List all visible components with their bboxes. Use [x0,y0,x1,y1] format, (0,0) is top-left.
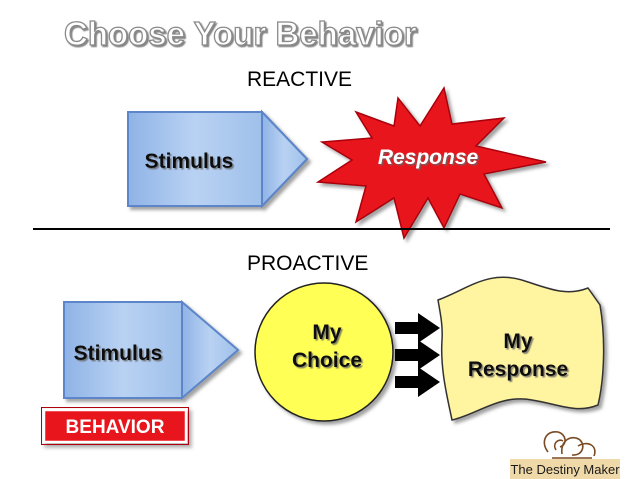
reactive-response-text: Response [378,146,479,169]
choice-arrows [395,313,440,397]
proactive-label: PROACTIVE [247,252,368,275]
response-line1: My [503,330,532,353]
reactive-stimulus-arrow [127,109,309,209]
behavior-badge-text: BEHAVIOR [66,417,165,438]
logo-text: The Destiny Maker [510,462,620,477]
destiny-maker-logo: The Destiny Maker [510,431,620,479]
proactive-stimulus-arrow [63,299,240,401]
reactive-stimulus-text: Stimulus [145,150,234,173]
behavior-badge [41,407,189,445]
choice-arrow-top [395,313,440,343]
response-line2: Response [468,358,568,381]
my-response-scroll [437,276,605,421]
choice-arrow-middle [395,340,440,370]
my-choice-circle [254,282,394,422]
slide-title: Choose Your Behavior [64,15,417,52]
response-starburst [315,86,547,240]
reactive-label: REACTIVE [247,68,352,91]
logo-swirl-icon [543,431,596,459]
choice-line1: My [312,321,341,344]
choice-line2: Choice [292,349,362,372]
choice-arrow-bottom [395,367,440,397]
proactive-stimulus-text: Stimulus [74,342,163,365]
